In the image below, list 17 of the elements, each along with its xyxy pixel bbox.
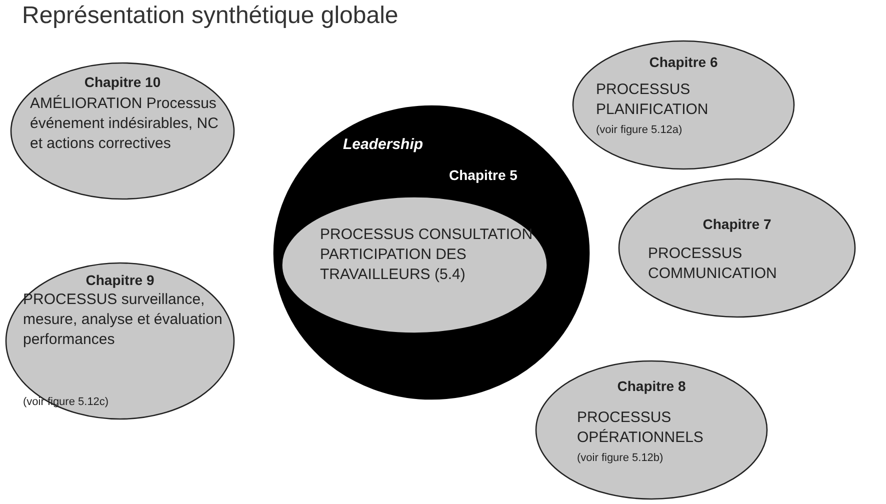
process-text: PROCESSUS COMMUNICATION [648, 244, 778, 284]
chapter-heading: Chapitre 9 [84, 271, 156, 290]
process-text: PROCESSUS CONSULTATION PARTICIPATION DES TRAVAILLEURS (5.4) [320, 225, 534, 285]
chapter-heading: Chapitre 7 [702, 215, 772, 234]
process-text: PROCESSUS surveillance, mesure, analyse et évaluation performances [23, 290, 224, 350]
leadership-label: Leadership [343, 135, 424, 155]
process-text: PROCESSUS PLANIFICATION [596, 80, 710, 120]
chapter-heading: Chapitre 5 [449, 166, 518, 185]
process-text: PROCESSUS OPÉRATIONNELS [577, 408, 704, 448]
figure-reference: (voir figure 5.12a) [596, 123, 684, 138]
chapter-heading: Chapitre 6 [648, 53, 719, 72]
chapter-heading: Chapitre 10 [83, 73, 162, 92]
figure-reference: (voir figure 5.12b) [577, 451, 664, 466]
diagram-title: Représentation synthétique globale [22, 2, 398, 30]
process-text: AMÉLIORATION Processus événement indésirables, NC et actions correctives [30, 94, 220, 154]
chapter-heading: Chapitre 8 [616, 377, 687, 396]
figure-reference: (voir figure 5.12c) [23, 395, 110, 410]
